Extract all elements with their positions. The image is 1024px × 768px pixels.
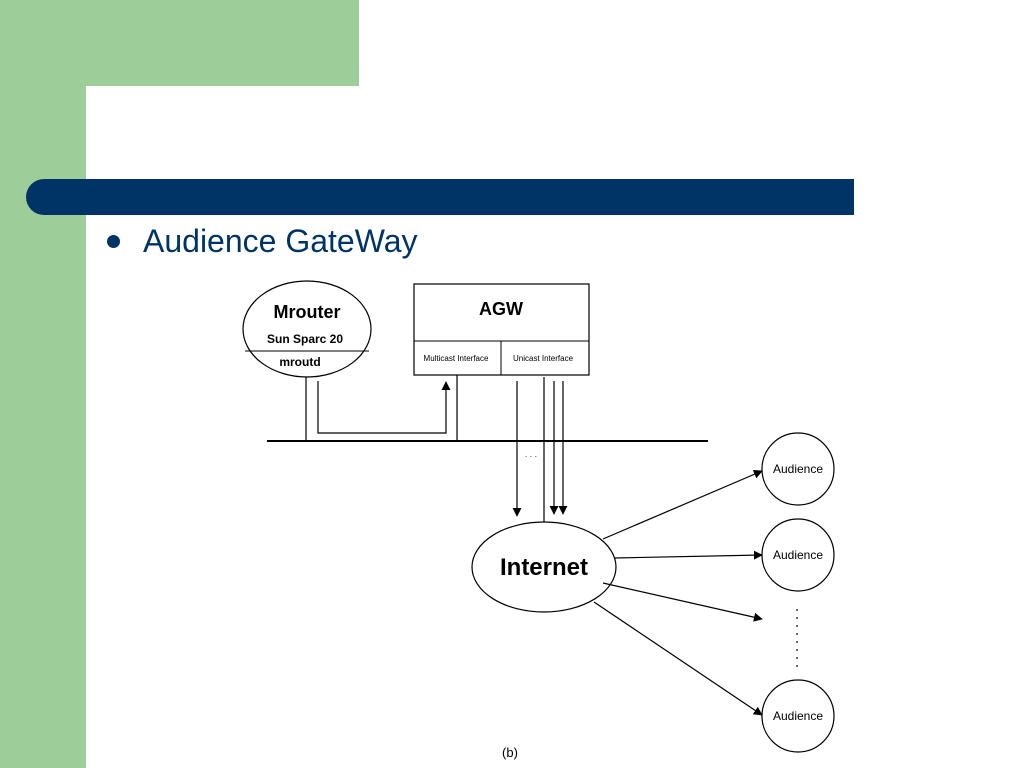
audience-node: Audience	[761, 518, 835, 592]
mrouter-to-agw-link	[317, 381, 451, 434]
agw-unicast-interface: Unicast Interface	[513, 354, 574, 363]
side-green-band	[0, 0, 86, 768]
diagram-caption: (b)	[502, 745, 518, 760]
mrouter-node: Mrouter Sun Sparc 20 mroutd	[242, 280, 372, 378]
internet-to-audience-1	[602, 470, 763, 540]
internet-to-audience-2	[613, 550, 763, 560]
mrouter-machine: Sun Sparc 20	[267, 332, 343, 346]
bullet-icon	[107, 235, 120, 248]
audience-label: Audience	[773, 709, 823, 723]
mrouter-daemon: mroutd	[279, 355, 320, 369]
internet-to-audience-3	[593, 601, 763, 716]
audience-node: Audience	[761, 679, 835, 753]
agw-multicast-interface: Multicast Interface	[424, 354, 489, 363]
slide-title: Audience GateWay	[143, 223, 418, 259]
internet-node: Internet	[471, 521, 617, 613]
audience-label: Audience	[773, 548, 823, 562]
mrouter-name: Mrouter	[274, 302, 341, 322]
internet-to-more-audiences	[602, 582, 763, 622]
agw-name: AGW	[479, 299, 523, 319]
internet-label: Internet	[500, 554, 588, 581]
links-ellipsis: · · ·	[525, 452, 537, 461]
more-audiences-dots	[796, 609, 798, 667]
agw-node: AGW Multicast Interface Unicast Interfac…	[413, 283, 590, 376]
title-bar	[26, 179, 854, 215]
audience-label: Audience	[773, 462, 823, 476]
audience-node: Audience	[761, 432, 835, 506]
top-green-block	[0, 0, 359, 86]
